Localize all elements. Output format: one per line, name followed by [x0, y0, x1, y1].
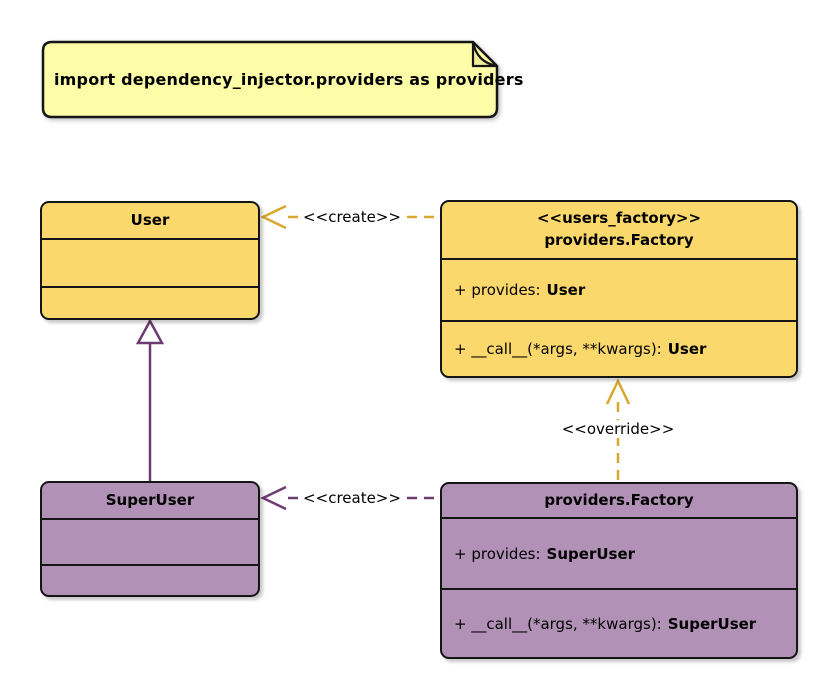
- inheritance-edge: [135, 318, 165, 481]
- method-return-type: SuperUser: [667, 614, 757, 633]
- class-user-title: User: [130, 210, 170, 229]
- open-arrowhead-icon: [260, 204, 287, 230]
- attr-type: User: [546, 281, 586, 299]
- method-call: + __call__(*args, **kwargs): User: [442, 320, 796, 376]
- method-label: + __call__(*args, **kwargs):: [454, 340, 662, 358]
- class-user: User: [40, 201, 260, 320]
- class-user-attributes: [42, 238, 258, 286]
- method-label: + __call__(*args, **kwargs):: [454, 614, 662, 633]
- attr-type: SuperUser: [546, 544, 636, 563]
- create-user-edge-label: <<create>>: [298, 208, 406, 226]
- class-user-methods: [42, 286, 258, 318]
- class-users-factory: <<users_factory>> providers.Factory + pr…: [440, 200, 798, 378]
- override-edge: [605, 378, 631, 482]
- attr-provides: + provides: SuperUser: [442, 517, 796, 588]
- class-super-user-factory: providers.Factory + provides: SuperUser …: [440, 482, 798, 659]
- attr-label: + provides:: [454, 281, 541, 299]
- method-call: + __call__(*args, **kwargs): SuperUser: [442, 588, 796, 657]
- method-return-type: User: [667, 340, 707, 358]
- class-super-user: SuperUser: [40, 481, 260, 597]
- note-shape: [41, 40, 499, 119]
- note-text: import dependency_injector.providers as …: [54, 69, 524, 89]
- open-arrowhead-icon: [260, 485, 287, 511]
- create-super-user-edge-label: <<create>>: [298, 489, 406, 507]
- attr-provides: + provides: User: [442, 258, 796, 320]
- class-title: providers.Factory: [544, 231, 694, 249]
- open-arrowhead-icon: [605, 378, 631, 405]
- class-super-user-factory-title: providers.Factory: [544, 490, 694, 509]
- stereotype: <<users_factory>>: [536, 209, 702, 228]
- class-super-user-methods: [42, 564, 258, 595]
- override-edge-label: <<override>>: [556, 420, 680, 438]
- import-note: import dependency_injector.providers as …: [40, 40, 524, 120]
- triangle-arrowhead-icon: [135, 318, 165, 345]
- class-users-factory-title: <<users_factory>> providers.Factory: [442, 202, 796, 258]
- class-super-user-title: SuperUser: [105, 490, 195, 509]
- class-super-user-attributes: [42, 518, 258, 564]
- attr-label: + provides:: [454, 544, 541, 563]
- note-fold-icon: [471, 41, 498, 68]
